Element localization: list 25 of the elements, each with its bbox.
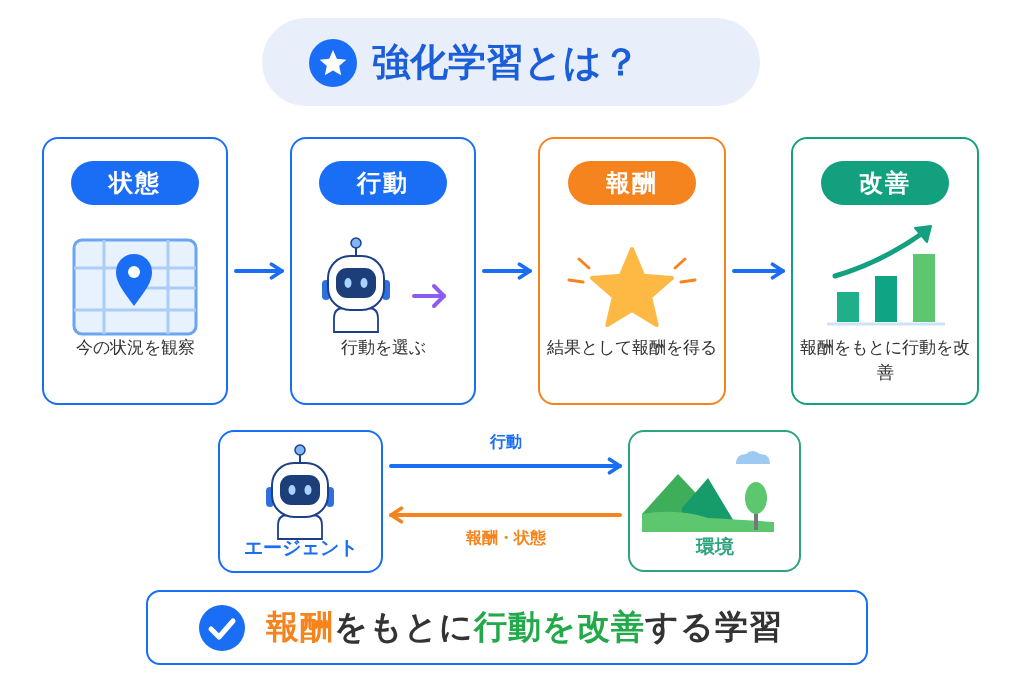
edge-label: 行動 [486,432,525,453]
box-label: 環境 [694,534,735,559]
arrow [389,457,622,475]
arrow [732,262,785,280]
arrow [389,506,622,524]
title: 強化学習とは？ [372,39,640,86]
step-heading: 報酬 [568,161,696,205]
step-card [791,137,979,405]
step-heading: 状態 [71,161,199,205]
step-heading: 改善 [821,161,949,205]
summary-text: 報酬をもとに行動を改善する学習 [266,606,783,648]
environment-box [628,430,801,572]
step-heading: 行動 [319,161,447,205]
arrow [482,262,532,280]
step-description: 報酬をもとに行動を改善 [799,336,971,384]
step-description: 行動を選ぶ [339,336,427,359]
step-description: 結果として報酬を得る [546,336,718,359]
box-label: エージェント [242,535,359,560]
edge-label: 報酬・状態 [462,528,549,549]
step-description: 今の状況を観察 [74,336,196,359]
step-card [290,137,476,405]
arrow [234,262,284,280]
step-card [42,137,228,405]
agent-box [218,430,383,573]
step-card [538,137,726,405]
